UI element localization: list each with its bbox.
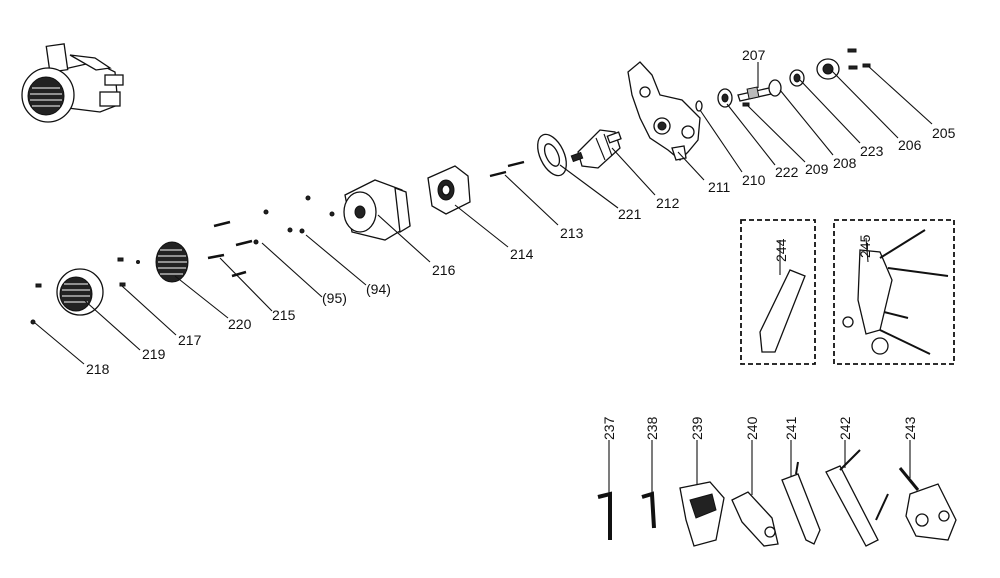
- part-labels: 207 205 206 223 208 209 222 210 211 212 …: [86, 47, 956, 440]
- part-219-end-cap: [56, 268, 104, 316]
- label-238: 238: [644, 416, 660, 440]
- label-239: 239: [689, 416, 705, 440]
- part-209-key: [742, 102, 750, 107]
- label-218: 218: [86, 361, 110, 377]
- part-214-field: [427, 165, 471, 215]
- part-216-motor-housing: [343, 179, 411, 241]
- label-222: 222: [775, 164, 799, 180]
- label-241: 241: [783, 416, 799, 440]
- part-208-circlip: [768, 79, 782, 97]
- part-205-screws: [847, 48, 871, 70]
- label-208: 208: [833, 155, 857, 171]
- part-239-guide: [679, 440, 725, 547]
- label-245: 245: [857, 234, 873, 258]
- label-240: 240: [744, 416, 760, 440]
- hardware-dots: [253, 195, 335, 245]
- part-221-baffle: [537, 133, 567, 177]
- part-245-box: [833, 219, 955, 365]
- label-207: 207: [742, 47, 766, 63]
- label-215: 215: [272, 307, 296, 323]
- part-206-bearing-cover: [816, 58, 840, 80]
- label-209: 209: [805, 161, 829, 177]
- label-216: 216: [432, 262, 456, 278]
- part-210-ring: [695, 100, 703, 112]
- leader-lines: [34, 65, 933, 365]
- label-94: (94): [366, 281, 391, 297]
- label-214: 214: [510, 246, 534, 262]
- part-217-screws: [117, 257, 140, 287]
- label-205: 205: [932, 125, 956, 141]
- part-244-box: [740, 219, 816, 365]
- part-213-screws: [489, 160, 525, 178]
- label-220: 220: [228, 316, 252, 332]
- part-220-fan: [155, 241, 189, 283]
- part-243-fence: [898, 440, 957, 541]
- label-206: 206: [898, 137, 922, 153]
- label-95: (95): [322, 290, 347, 306]
- part-237-hex-key: [597, 440, 612, 540]
- label-210: 210: [742, 172, 766, 188]
- part-223-washer: [789, 69, 805, 87]
- part-240-clamp: [731, 440, 779, 547]
- label-237: 237: [601, 416, 617, 440]
- assembled-motor-illustration: [21, 43, 124, 123]
- part-215-brushes: [207, 220, 253, 278]
- part-241-bracket: [781, 440, 821, 545]
- part-212-armature: [570, 129, 622, 169]
- label-217: 217: [178, 332, 202, 348]
- label-211: 211: [708, 179, 731, 195]
- label-219: 219: [142, 346, 166, 362]
- label-242: 242: [837, 416, 853, 440]
- part-242-rail: [825, 440, 889, 547]
- label-223: 223: [860, 143, 884, 159]
- part-222-bearing: [717, 88, 733, 108]
- part-211-gear-housing: [627, 61, 701, 161]
- label-212: 212: [656, 195, 680, 211]
- label-213: 213: [560, 225, 584, 241]
- label-221: 221: [618, 206, 642, 222]
- part-218-screws: [30, 283, 42, 325]
- label-244: 244: [773, 238, 789, 262]
- label-243: 243: [902, 416, 918, 440]
- part-238-hex-key: [641, 440, 656, 529]
